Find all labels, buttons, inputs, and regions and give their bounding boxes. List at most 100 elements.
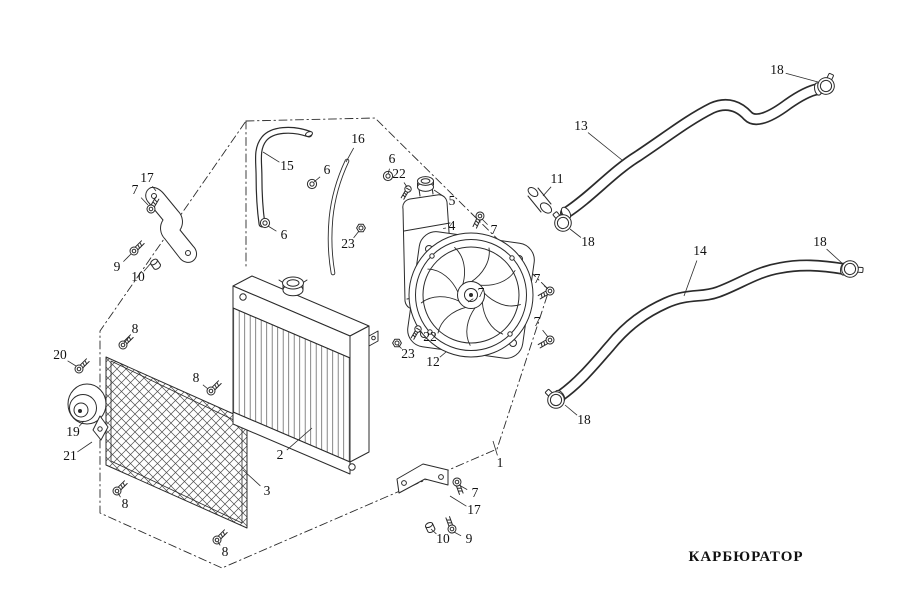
leader-line — [439, 351, 447, 358]
part-label-7: 7 — [472, 485, 479, 500]
leader-line — [262, 151, 280, 163]
leader-line — [403, 182, 408, 188]
part-label-3: 3 — [264, 483, 271, 498]
bolt-icon — [536, 334, 556, 351]
parts-artwork — [67, 70, 865, 569]
part-label-7: 7 — [534, 271, 541, 286]
leader-line — [202, 384, 209, 390]
part-label-21: 21 — [63, 448, 77, 463]
leader-line — [564, 404, 578, 416]
part-label-22: 22 — [392, 166, 406, 181]
leader-line — [430, 528, 437, 535]
part-label-17: 17 — [140, 170, 154, 185]
part-label-18: 18 — [581, 234, 595, 249]
leader-line — [569, 228, 582, 238]
part-label-8: 8 — [122, 496, 129, 511]
leader-line — [152, 185, 157, 192]
spacer-icon — [149, 257, 163, 271]
leader-line — [683, 260, 698, 297]
leader-line — [492, 440, 498, 456]
part-label-8: 8 — [132, 321, 139, 336]
bolt-icon — [110, 478, 130, 498]
part-label-19: 19 — [66, 424, 80, 439]
leader-line — [785, 72, 819, 83]
fan-assembly — [407, 231, 535, 359]
part-label-18: 18 — [813, 234, 827, 249]
part-label-16: 16 — [351, 131, 365, 146]
leader-line — [387, 168, 390, 175]
part-label-15: 15 — [280, 158, 294, 173]
part-label-6: 6 — [324, 162, 331, 177]
nut-icon — [356, 223, 366, 233]
breather-hose — [254, 126, 313, 228]
leader-line — [117, 492, 121, 498]
connector-part — [527, 186, 553, 214]
screw-icon — [399, 184, 413, 201]
upper-hose — [560, 82, 824, 220]
leader-line — [267, 225, 277, 232]
overflow-tube — [327, 158, 350, 276]
leader-line — [217, 541, 221, 546]
leader-line — [467, 298, 474, 303]
part-label-10: 10 — [436, 531, 450, 546]
part-label-22: 22 — [423, 329, 437, 344]
leader-line — [397, 344, 402, 349]
part-label-17: 17 — [467, 502, 481, 517]
part-label-2: 2 — [277, 447, 284, 462]
lower-hose — [554, 259, 850, 403]
leader-line — [313, 176, 321, 183]
leader-line — [826, 248, 844, 265]
part-label-12: 12 — [426, 354, 440, 369]
radiator — [232, 275, 379, 475]
part-label-11: 11 — [551, 171, 564, 186]
clamp-icon — [840, 259, 865, 279]
part-label-8: 8 — [222, 544, 229, 559]
nut-icon — [392, 338, 402, 348]
leader-line — [123, 253, 132, 262]
leader-line — [345, 147, 355, 163]
part-label-23: 23 — [341, 236, 355, 251]
leader-line — [143, 262, 152, 272]
part-label-9: 9 — [114, 259, 121, 274]
part-label-4: 4 — [449, 218, 456, 233]
part-label-13: 13 — [574, 118, 588, 133]
leader-line — [123, 336, 130, 344]
bracket-bottom — [396, 463, 449, 494]
part-label-7: 7 — [491, 222, 498, 237]
part-label-14: 14 — [693, 243, 707, 258]
part-label-8: 8 — [193, 370, 200, 385]
leader-line — [67, 360, 77, 367]
fan-blades — [420, 246, 521, 346]
part-label-5: 5 — [449, 193, 456, 208]
leader-line — [242, 469, 261, 487]
part-label-10: 10 — [131, 269, 145, 284]
leader-line — [587, 132, 623, 161]
bracket-top — [145, 186, 197, 263]
part-label-18: 18 — [577, 412, 591, 427]
assembly-outline — [99, 117, 550, 569]
horn — [67, 383, 109, 441]
bolt-icon — [210, 527, 230, 547]
part-label-7: 7 — [132, 182, 139, 197]
part-label-6: 6 — [389, 151, 396, 166]
part-label-23: 23 — [401, 346, 415, 361]
leader-line — [353, 230, 360, 239]
bolt-icon — [204, 378, 224, 398]
leader-line — [140, 197, 149, 206]
leader-line — [286, 427, 313, 451]
bolt-icon — [451, 476, 466, 496]
leader-line — [449, 495, 467, 507]
leader-line — [543, 285, 549, 290]
leader-line — [418, 330, 423, 334]
part-label-9: 9 — [466, 531, 473, 546]
part-label-6: 6 — [281, 227, 288, 242]
leader-line — [542, 329, 549, 338]
part-label-20: 20 — [53, 347, 67, 362]
leader-line — [542, 186, 552, 197]
diagram-title: КАРБЮРАТОР — [688, 549, 803, 565]
leader-line — [433, 189, 445, 198]
leader-line — [443, 227, 447, 229]
